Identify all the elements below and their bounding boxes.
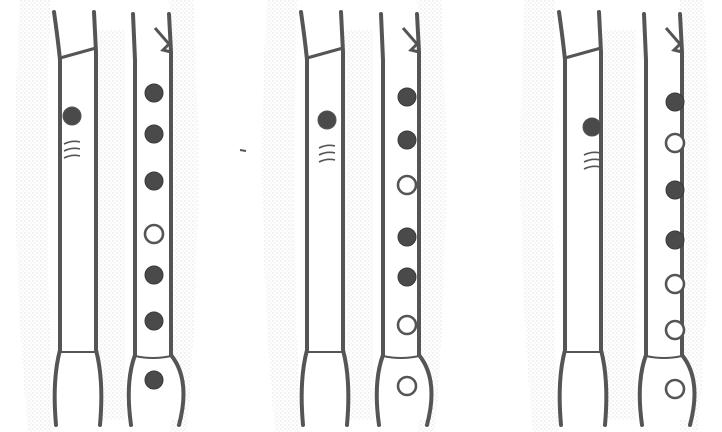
finger-hole-4-open [145, 225, 163, 243]
finger-hole-6-closed [145, 312, 163, 330]
finger-hole-1-closed [398, 88, 416, 106]
thumb-hole-closed [63, 107, 81, 125]
finger-hole-6-open [398, 316, 416, 334]
shading [601, 30, 636, 420]
shading [263, 0, 301, 432]
shading [16, 0, 54, 432]
fingering-diagram-3 [521, 0, 709, 432]
thumb-hole-closed [318, 111, 336, 129]
finger-hole-5-closed [145, 266, 163, 284]
finger-hole-1-closed [666, 93, 684, 111]
finger-hole-3-closed [145, 172, 163, 190]
finger-hole-1-closed [145, 84, 163, 102]
stray-mark [240, 150, 246, 151]
finger-hole-4-closed [398, 228, 416, 246]
recorder-rear-view [299, 12, 348, 425]
finger-hole-5-closed [398, 268, 416, 286]
finger-hole-4-closed [666, 231, 684, 249]
recorder-rear-view [557, 12, 606, 425]
shading [521, 0, 559, 432]
finger-hole-2-closed [398, 131, 416, 149]
finger-hole-7-open [398, 377, 416, 395]
finger-hole-2-closed [145, 125, 163, 143]
finger-hole-3-open [398, 176, 416, 194]
finger-hole-7-open [666, 380, 684, 398]
fingering-diagram-2 [263, 0, 446, 432]
finger-hole-5-open [666, 275, 684, 293]
fingering-diagram-1 [16, 0, 198, 432]
finger-hole-2-open [666, 134, 684, 152]
recorder-rear-view [52, 12, 101, 425]
finger-hole-6-open [666, 321, 684, 339]
finger-hole-7-closed [145, 371, 163, 389]
thumb-hole-closed [583, 118, 601, 136]
finger-hole-3-closed [666, 181, 684, 199]
